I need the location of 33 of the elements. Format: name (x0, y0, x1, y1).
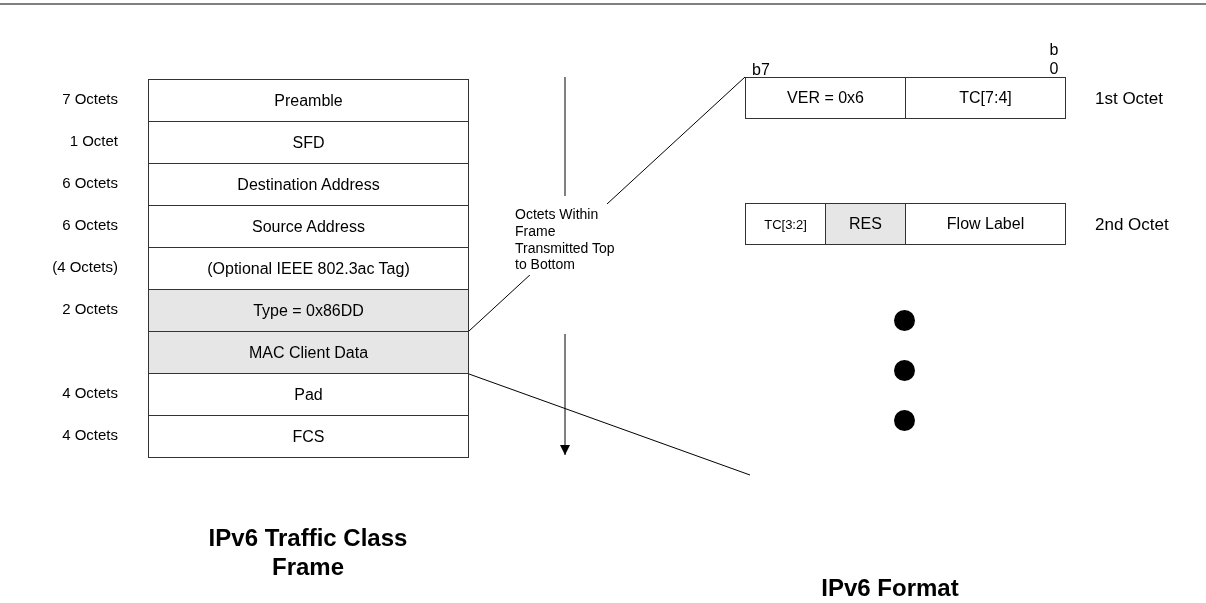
direction-note: Octets Within Frame Transmitted Top to Bottom (515, 204, 615, 276)
field-box: (Optional IEEE 802.3ac Tag) (148, 247, 469, 290)
octet-count: 6 Octets (62, 216, 118, 233)
octet-count: 2 Octets (62, 300, 118, 317)
octet-label: 1st Octet (1095, 89, 1164, 110)
ellipsis-dot (894, 410, 915, 431)
bit-label: b 0 (1048, 40, 1060, 79)
field-box: SFD (148, 121, 469, 164)
octet-count: 4 Octets (62, 426, 118, 443)
field-box: MAC Client Data (148, 331, 469, 374)
field-box: Pad (148, 373, 469, 416)
ellipsis-dot (894, 310, 915, 331)
field-box: Flow Label (905, 203, 1066, 245)
bit-label: b7 (752, 60, 770, 80)
octet-label: 2nd Octet (1095, 215, 1169, 236)
ellipsis-dot (894, 360, 915, 381)
field-box: TC[7:4] (905, 77, 1066, 119)
octet-count: 4 Octets (62, 384, 118, 401)
frame-title: IPv6 Traffic Class Frame (207, 524, 409, 582)
octet-count: 7 Octets (62, 90, 118, 107)
octet-count: 6 Octets (62, 174, 118, 191)
field-box: RES (825, 203, 906, 245)
field-box: TC[3:2] (745, 203, 826, 245)
field-box: Destination Address (148, 163, 469, 206)
octet-count: (4 Octets) (52, 258, 118, 275)
format-title: IPv6 Format (820, 574, 960, 603)
field-box: Type = 0x86DD (148, 289, 469, 332)
field-box: Source Address (148, 205, 469, 248)
octet-count: 1 Octet (69, 132, 118, 149)
field-box: FCS (148, 415, 469, 458)
field-box: VER = 0x6 (745, 77, 906, 119)
expansion-line (468, 373, 751, 476)
field-box: Preamble (148, 79, 469, 122)
